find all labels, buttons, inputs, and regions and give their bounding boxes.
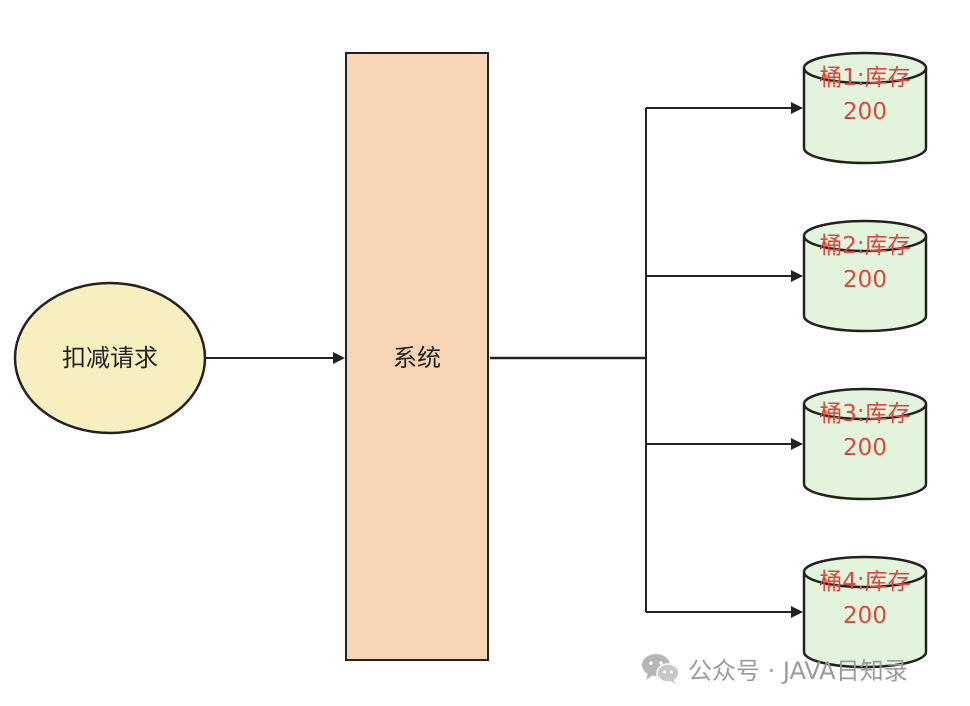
bucket-1-stock: 200 [843,99,887,125]
system-node[interactable]: 系统 [345,52,489,661]
bucket-4-stock: 200 [843,603,887,629]
bucket-1[interactable]: 桶1:库存 200 [802,51,928,165]
system-label: 系统 [393,344,441,372]
bucket-4-label: 桶4:库存 [819,569,910,595]
bucket-3[interactable]: 桶3:库存 200 [802,387,928,501]
bucket-1-label: 桶1:库存 [819,65,910,91]
request-label: 扣减请求 [62,344,158,372]
request-node[interactable]: 扣减请求 [13,281,207,435]
bucket-3-stock: 200 [843,435,887,461]
bucket-2-stock: 200 [843,267,887,293]
bucket-4[interactable]: 桶4:库存 200 [802,555,928,669]
bucket-2[interactable]: 桶2:库存 200 [802,219,928,333]
bucket-2-label: 桶2:库存 [819,233,910,259]
wechat-icon [642,654,680,684]
watermark: 公众号 · JAVA日知录 [640,648,908,688]
watermark-text: 公众号 · JAVA日知录 [688,656,908,685]
bucket-3-label: 桶3:库存 [819,401,910,427]
